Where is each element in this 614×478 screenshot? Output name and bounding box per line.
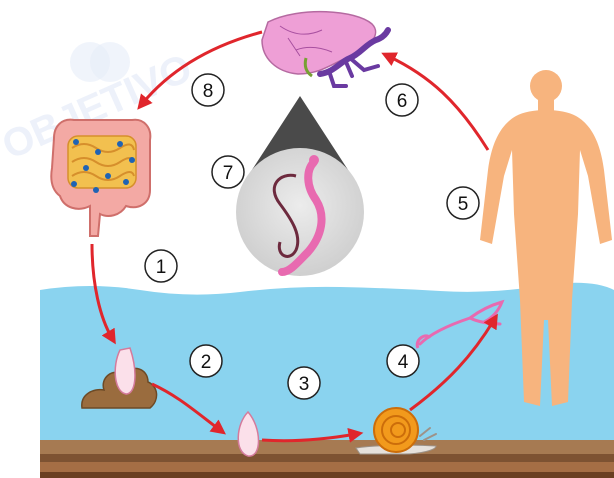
svg-text:5: 5 bbox=[458, 194, 469, 215]
ground bbox=[40, 440, 614, 478]
step-7-marker: 7 bbox=[212, 156, 244, 188]
svg-text:7: 7 bbox=[223, 163, 234, 184]
step-2-marker: 2 bbox=[190, 345, 222, 377]
step-4-marker: 4 bbox=[387, 345, 419, 377]
svg-text:1: 1 bbox=[156, 257, 167, 278]
step-1-marker: 1 bbox=[145, 250, 177, 282]
step-3-marker: 3 bbox=[288, 367, 320, 399]
magnifier-adult-worms bbox=[236, 96, 364, 276]
svg-text:3: 3 bbox=[299, 374, 310, 395]
svg-text:4: 4 bbox=[398, 352, 409, 373]
svg-text:8: 8 bbox=[203, 81, 214, 102]
svg-text:2: 2 bbox=[201, 352, 212, 373]
step-5-marker: 5 bbox=[447, 187, 479, 219]
step-8-marker: 8 bbox=[192, 74, 224, 106]
step-6-marker: 6 bbox=[386, 84, 418, 116]
svg-text:6: 6 bbox=[397, 91, 408, 112]
intestines-icon bbox=[51, 120, 150, 236]
